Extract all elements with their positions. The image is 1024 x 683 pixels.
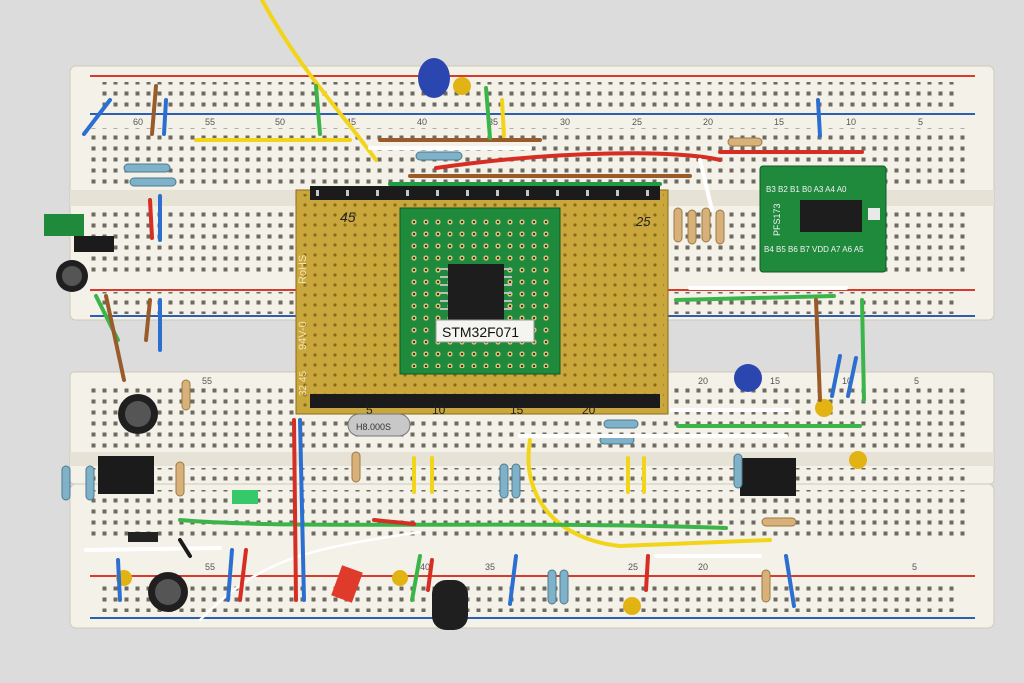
voltage-regulator: [44, 214, 84, 236]
perfboard-code: 94V-0: [297, 321, 309, 350]
resistors: [61, 151, 743, 605]
col-number: 40: [420, 562, 430, 572]
col-number: 55: [205, 562, 215, 572]
header-black: [74, 236, 114, 252]
led-green: [232, 490, 258, 504]
col-number: 10: [846, 117, 856, 127]
crystal-label: H8.000S: [356, 422, 391, 432]
dip-ic: [98, 456, 154, 494]
col-number: 5: [914, 376, 919, 386]
col-number: 60: [133, 117, 143, 127]
perfboard-label: 45: [340, 209, 356, 225]
resistors-tan: [175, 137, 797, 603]
col-number: 55: [205, 117, 215, 127]
ceramic-caps: [116, 77, 867, 615]
adapter-pins-bottom: B4 B5 B6 B7 VDD A7 A6 A5: [764, 245, 864, 254]
perfboard-rohs: RoHS: [297, 255, 309, 284]
chip-label: STM32F071: [442, 324, 519, 340]
perfboard-label: 10: [432, 403, 446, 417]
perfboard-label: 20: [582, 403, 596, 417]
perfboard-label: 5: [366, 403, 373, 417]
pfs173-adapter: B3 B2 B1 B0 A3 A4 A0 PFS173 B4 B5 B6 B7 …: [759, 165, 887, 273]
dip-ic: [740, 458, 796, 496]
col-number: 30: [560, 117, 570, 127]
perfboard-side-numbers: 32 45: [298, 371, 309, 396]
col-number: 50: [275, 117, 285, 127]
diode: [128, 532, 158, 542]
col-number: 20: [703, 117, 713, 127]
col-number: 40: [417, 117, 427, 127]
crystal: H8.000S: [347, 413, 411, 437]
col-number: 15: [770, 376, 780, 386]
col-number: 25: [632, 117, 642, 127]
col-number: 20: [698, 376, 708, 386]
capacitors: [56, 58, 762, 630]
col-number: 15: [774, 117, 784, 127]
perfboard-label: 25: [635, 214, 651, 229]
col-number: 10: [842, 376, 852, 386]
breadboard-bottom: 55 40 35 25 20 5: [69, 483, 995, 629]
col-number: 20: [698, 562, 708, 572]
perfboard-label: 15: [510, 403, 524, 417]
col-number: 35: [488, 117, 498, 127]
col-number: 5: [918, 117, 923, 127]
col-number: 45: [346, 117, 356, 127]
adapter-label: PFS173: [772, 203, 782, 236]
col-number: 35: [485, 562, 495, 572]
adapter-pins-top: B3 B2 B1 B0 A3 A4 A0: [766, 185, 847, 194]
stm32-breakout: STM32F071: [399, 207, 561, 375]
wires: [82, 0, 866, 622]
col-number: 25: [628, 562, 638, 572]
col-number: 5: [912, 562, 917, 572]
col-number: 55: [202, 376, 212, 386]
led-red: [331, 565, 363, 603]
